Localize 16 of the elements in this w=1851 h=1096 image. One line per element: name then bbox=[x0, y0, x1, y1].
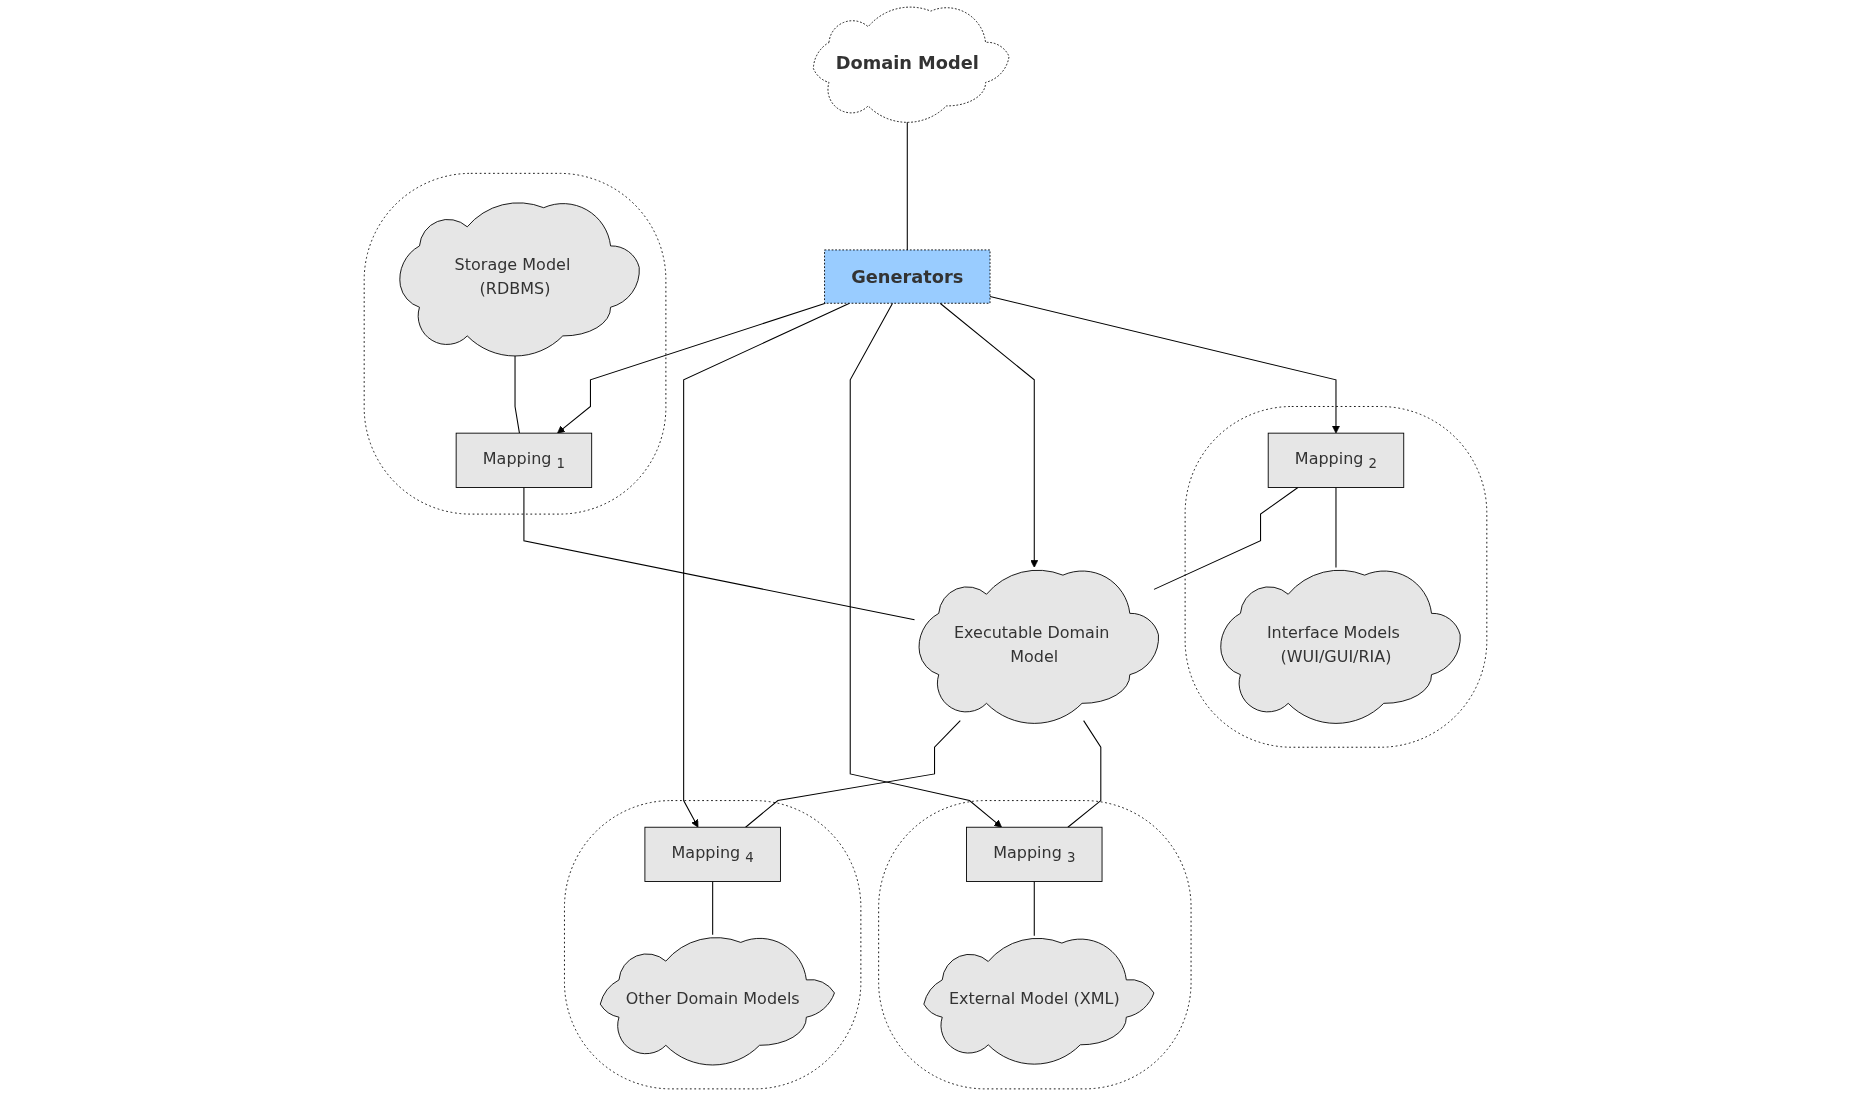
connector bbox=[745, 720, 961, 828]
arrow bbox=[989, 296, 1340, 434]
node-box: Mapping $_{1}$ bbox=[455, 432, 593, 488]
node-box: Mapping $_{4}$ bbox=[644, 826, 781, 882]
node-box: Mapping $_{2}$ bbox=[1267, 432, 1405, 488]
connector bbox=[1067, 720, 1102, 828]
node-box: Generators bbox=[824, 249, 991, 304]
connector bbox=[523, 486, 916, 621]
arrow bbox=[939, 302, 1039, 568]
connector bbox=[1033, 881, 1035, 937]
node-box: Mapping $_{3}$ bbox=[966, 826, 1103, 882]
arrow bbox=[557, 302, 826, 434]
connector bbox=[1153, 486, 1299, 590]
arrow bbox=[849, 302, 1002, 828]
connector bbox=[1335, 486, 1337, 568]
connector bbox=[712, 881, 714, 936]
